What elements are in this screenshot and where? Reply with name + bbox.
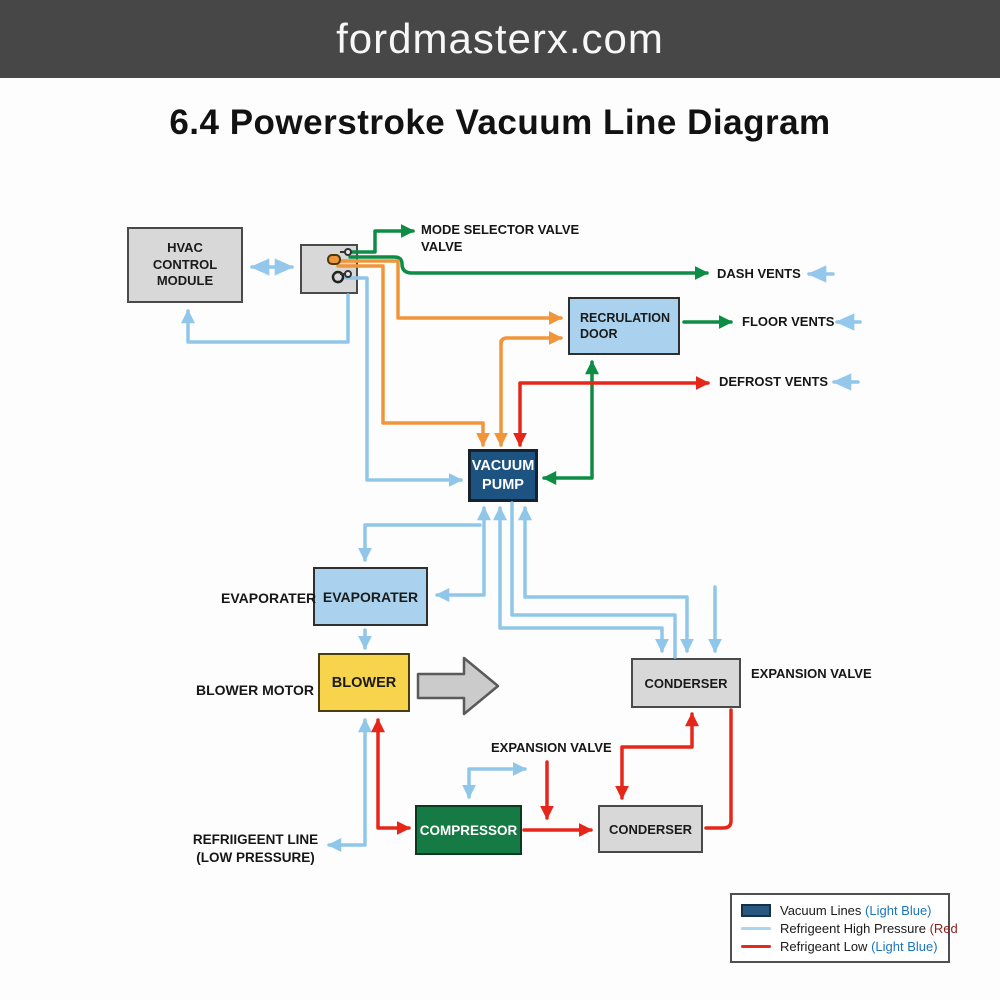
mode-selector-valve-label: MODE SELECTOR VALVE VALVE — [421, 222, 580, 254]
pump-to-defrost-vents-line — [513, 376, 710, 447]
pump-condenser-line-2 — [510, 501, 677, 659]
expansion-valve-label-lower: EXPANSION VALVE — [491, 740, 612, 755]
evaporator-right-to-pump-line — [435, 506, 491, 602]
valve-to-pump-orange-line — [336, 264, 490, 447]
condenser-lower-box: CONDERSER — [598, 805, 703, 853]
condenser-upper-box: CONDERSER — [631, 658, 741, 708]
vacuum-pump-box: VACUUM PUMP — [468, 449, 538, 502]
legend-row-vacuum: Vacuum Lines (Light Blue) — [740, 903, 940, 918]
airflow-block-arrow-icon — [416, 656, 500, 716]
legend-label-text: Refrigeant Low — [780, 938, 872, 954]
red-lines-group — [371, 376, 733, 837]
evaporator-label: EVAPORATER — [221, 590, 317, 606]
pump-condenser-line-1 — [493, 506, 669, 653]
legend-paren-text: (Light Blue) — [871, 938, 938, 954]
blower-box: BLOWER — [318, 653, 410, 712]
page-title: 6.4 Powerstroke Vacuum Line Diagram — [169, 103, 831, 142]
pump-to-door-green-line — [542, 360, 599, 485]
orange-lines-group — [336, 259, 563, 447]
legend-label: Refrigeant Low (Light Blue) — [780, 939, 938, 954]
legend-row-high-pressure: Refrigeent High Pressure (Red — [740, 921, 958, 936]
condenser-right-return-line — [704, 708, 733, 830]
valve-to-dash-vents-line — [348, 255, 709, 280]
compressor-top-elbow-line — [462, 762, 527, 799]
blower-to-compressor-line — [371, 718, 411, 835]
low-pressure-swatch-icon — [740, 944, 772, 948]
pump-to-evaporator-top-line — [358, 523, 482, 562]
site-name: fordmasterx.com — [336, 15, 664, 62]
defrost-vents-label: DEFROST VENTS — [719, 374, 829, 389]
condenser-upper-lower-link-line — [615, 712, 699, 800]
legend-label-text: Vacuum Lines — [780, 902, 866, 918]
hvac-control-module-box: HVAC CONTROL MODULE — [127, 227, 243, 303]
vacuum-lines-group — [181, 258, 862, 852]
evaporator-box: EVAPORATER — [313, 567, 428, 626]
legend-label: Refrigeent High Pressure (Red — [780, 921, 958, 936]
legend-row-low-pressure: Refrigeant Low (Light Blue) — [740, 939, 940, 954]
valve-to-pump-line — [344, 276, 463, 487]
compressor-box: COMPRESSOR — [415, 805, 522, 855]
legend-paren-text: (Red — [929, 920, 958, 936]
recirculation-door-box: RECRULATION DOOR — [568, 297, 680, 355]
legend-paren-text: (Light Blue) — [865, 902, 932, 918]
dash-vents-label: DASH VENTS — [717, 266, 801, 281]
vacuum-valve-block-box — [300, 244, 358, 294]
valve-to-door-orange-line-1 — [336, 259, 563, 325]
refrigerant-line-label: REFRIIGEENT LINE (LOW PRESSURE) — [192, 832, 319, 865]
expansion-valve-label-right: EXPANSION VALVE — [751, 666, 872, 681]
legend-label-text: Refrigeent High Pressure — [780, 920, 930, 936]
high-pressure-swatch-icon — [740, 926, 772, 930]
site-banner: fordmasterx.com — [0, 0, 1000, 78]
legend-label: Vacuum Lines (Light Blue) — [780, 903, 932, 918]
vacuum-swatch-icon — [740, 903, 772, 917]
pump-condenser-line-3 — [518, 506, 694, 653]
legend-box: Vacuum Lines (Light Blue) Refrigeent Hig… — [730, 893, 958, 963]
floor-vents-label: FLOOR VENTS — [742, 314, 835, 329]
valve-to-mode-selector-line — [348, 224, 415, 254]
branch-to-door-orange-line-2 — [499, 331, 563, 346]
blower-to-refrigerant-label-line — [327, 718, 372, 852]
blower-motor-label: BLOWER MOTOR — [196, 682, 314, 698]
